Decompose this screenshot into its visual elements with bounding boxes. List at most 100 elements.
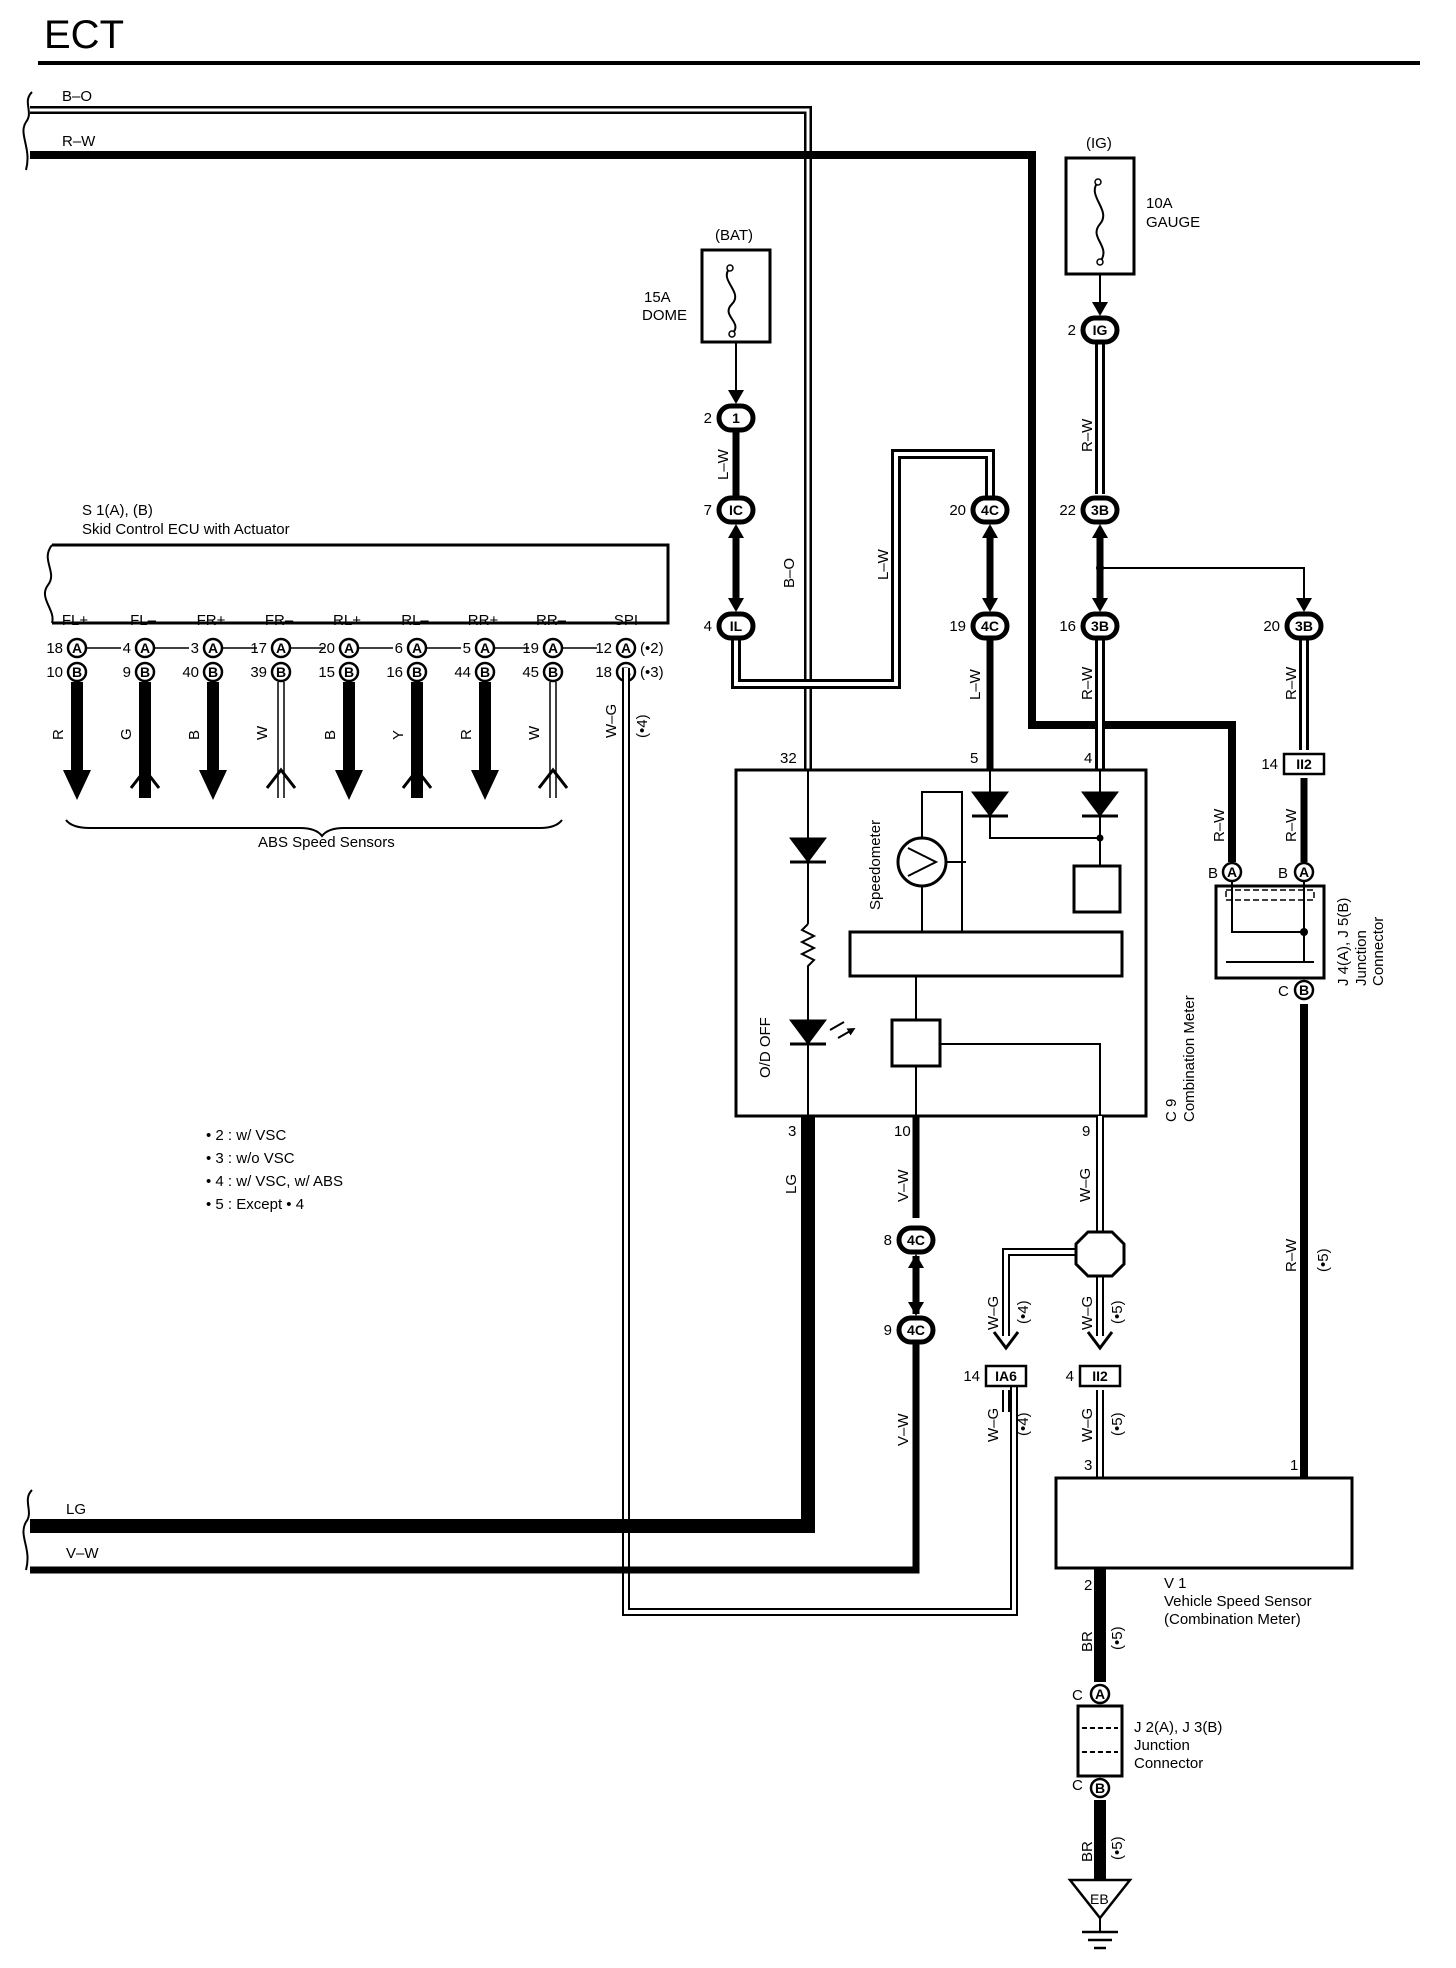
ecu-pin-b-number: 15: [318, 664, 335, 681]
ecu-pin-a-number: 19: [522, 640, 539, 657]
svg-text:A: A: [1095, 1686, 1105, 1702]
abs-sensor-wire: [199, 682, 227, 800]
connector-il: IL4: [704, 598, 756, 641]
wl-wg-c: W–G: [1079, 1296, 1096, 1330]
label-left-vw: V–W: [66, 1545, 99, 1562]
ecu-pin-a-badge: A: [338, 637, 360, 659]
svg-text:B: B: [548, 664, 558, 680]
abs-wire-color: W: [526, 725, 543, 740]
j4-name2: Connector: [1370, 917, 1387, 986]
svg-text:A: A: [344, 640, 354, 656]
svg-text:B: B: [344, 664, 354, 680]
label-left-lg: LG: [66, 1501, 86, 1518]
ecu-pin-b-badge: B: [542, 661, 564, 683]
svg-text:1: 1: [732, 410, 740, 426]
abs-wire-color: R: [50, 729, 67, 740]
wire-wg-meter: [1002, 1116, 1104, 1478]
j4-label-c: C: [1278, 983, 1289, 1000]
ecu-pin-a-number: 17: [250, 640, 267, 657]
fuse-gauge-source: (IG): [1086, 135, 1112, 152]
abs-sensor-wire: [537, 682, 569, 798]
meter-pin-5: 5: [970, 750, 978, 767]
meter-name: Combination Meter: [1181, 995, 1198, 1122]
ecu-terminals: FL+AB1810RFL–AB49GFR+AB340BFR–AB1739WRL+…: [46, 612, 664, 800]
wl-lw-c: L–W: [967, 668, 984, 700]
arrow-heads: [992, 1331, 1114, 1351]
ecu-pin-a-badge: A: [134, 637, 156, 659]
wl-wg-b: W–G: [985, 1296, 1002, 1330]
v1-pin-3: 3: [1084, 1457, 1092, 1474]
speedometer-label: Speedometer: [867, 820, 884, 910]
legend-line-2: • 3 : w/o VSC: [206, 1150, 295, 1167]
svg-text:B: B: [412, 664, 422, 680]
j2-circle-a: A: [1089, 1683, 1111, 1705]
abs-wire-color: W: [254, 725, 271, 740]
svg-text:B: B: [72, 664, 82, 680]
ecu-terminal-label: RR+: [468, 612, 499, 629]
fuse-gauge: [1064, 156, 1136, 276]
svg-text:7: 7: [704, 502, 712, 519]
j4-label-b1: B: [1208, 865, 1218, 882]
abs-sensor-wire: [471, 682, 499, 800]
wire-labels: L–W B–O L–W L–W R–W R–W R–W R–W R–W R–W …: [715, 418, 1332, 1862]
fuse-dome: [700, 248, 772, 344]
svg-text:22: 22: [1059, 502, 1076, 519]
v1-name: Vehicle Speed Sensor: [1164, 1593, 1312, 1610]
abs-sensors-label: ABS Speed Sensors: [258, 834, 395, 851]
wire-lw-dome: [731, 342, 995, 770]
svg-text:9: 9: [884, 1322, 892, 1339]
ecu-pin-a-number: 18: [46, 640, 63, 657]
wire-rw-top: [30, 151, 1236, 862]
wl-vw-b: V–W: [895, 1413, 912, 1446]
meter-pin-32: 32: [780, 750, 797, 767]
ecu-spi-a-badge: A: [615, 637, 637, 659]
wl-vw-a: V–W: [895, 1169, 912, 1202]
ecu-pin-b-badge: B: [202, 661, 224, 683]
svg-text:20: 20: [949, 502, 966, 519]
wl-rw-e: R–W: [1283, 808, 1300, 842]
svg-text:IG: IG: [1093, 322, 1108, 338]
ecu-name: Skid Control ECU with Actuator: [82, 521, 290, 538]
abs-wire-color: R: [458, 729, 475, 740]
abs-sensor-wire: [63, 682, 91, 800]
wl-br-b: BR: [1079, 1841, 1096, 1862]
wl-rw-d: R–W: [1211, 808, 1228, 842]
splice-dot: [1096, 564, 1104, 572]
j2-circle-b: B: [1089, 1777, 1111, 1799]
ecu-spi-label: SPI: [614, 612, 638, 629]
fuse-dome-amp: 15A: [644, 289, 671, 306]
ecu-spi-pin-b: 18: [595, 664, 612, 681]
wl-lw-a: L–W: [715, 448, 732, 480]
svg-text:3B: 3B: [1091, 502, 1109, 518]
abs-sensors-brace: [65, 819, 563, 838]
svg-text:2: 2: [1068, 322, 1076, 339]
wl-rw-c: R–W: [1283, 666, 1300, 700]
junction-j2-j3: [1076, 1704, 1124, 1778]
ecu-spi-pin-a: 12: [595, 640, 612, 657]
svg-text:14: 14: [963, 1368, 980, 1385]
v1-pin-2: 2: [1084, 1577, 1092, 1594]
wl-rw-a: R–W: [1079, 418, 1096, 452]
svg-text:4C: 4C: [907, 1322, 925, 1338]
ecu-pin-b-badge: B: [134, 661, 156, 683]
ground-label: EB: [1090, 1891, 1109, 1907]
svg-text:2: 2: [704, 410, 712, 427]
ground-eb-symbol: [1067, 1878, 1133, 1950]
svg-text:B: B: [140, 664, 150, 680]
ecu-pin-b-number: 45: [522, 664, 539, 681]
v1-sub: (Combination Meter): [1164, 1611, 1301, 1628]
v1-code: V 1: [1164, 1575, 1187, 1592]
svg-text:4C: 4C: [981, 618, 999, 634]
meter-pin-10: 10: [894, 1123, 911, 1140]
svg-text:A: A: [208, 640, 218, 656]
ecu-pin-a-badge: A: [202, 637, 224, 659]
ecu-pin-a-badge: A: [542, 637, 564, 659]
svg-text:B: B: [208, 664, 218, 680]
ecu-pin-b-badge: B: [338, 661, 360, 683]
ecu-terminal-label: FL+: [62, 612, 89, 629]
meter-internals: [789, 770, 1124, 1116]
